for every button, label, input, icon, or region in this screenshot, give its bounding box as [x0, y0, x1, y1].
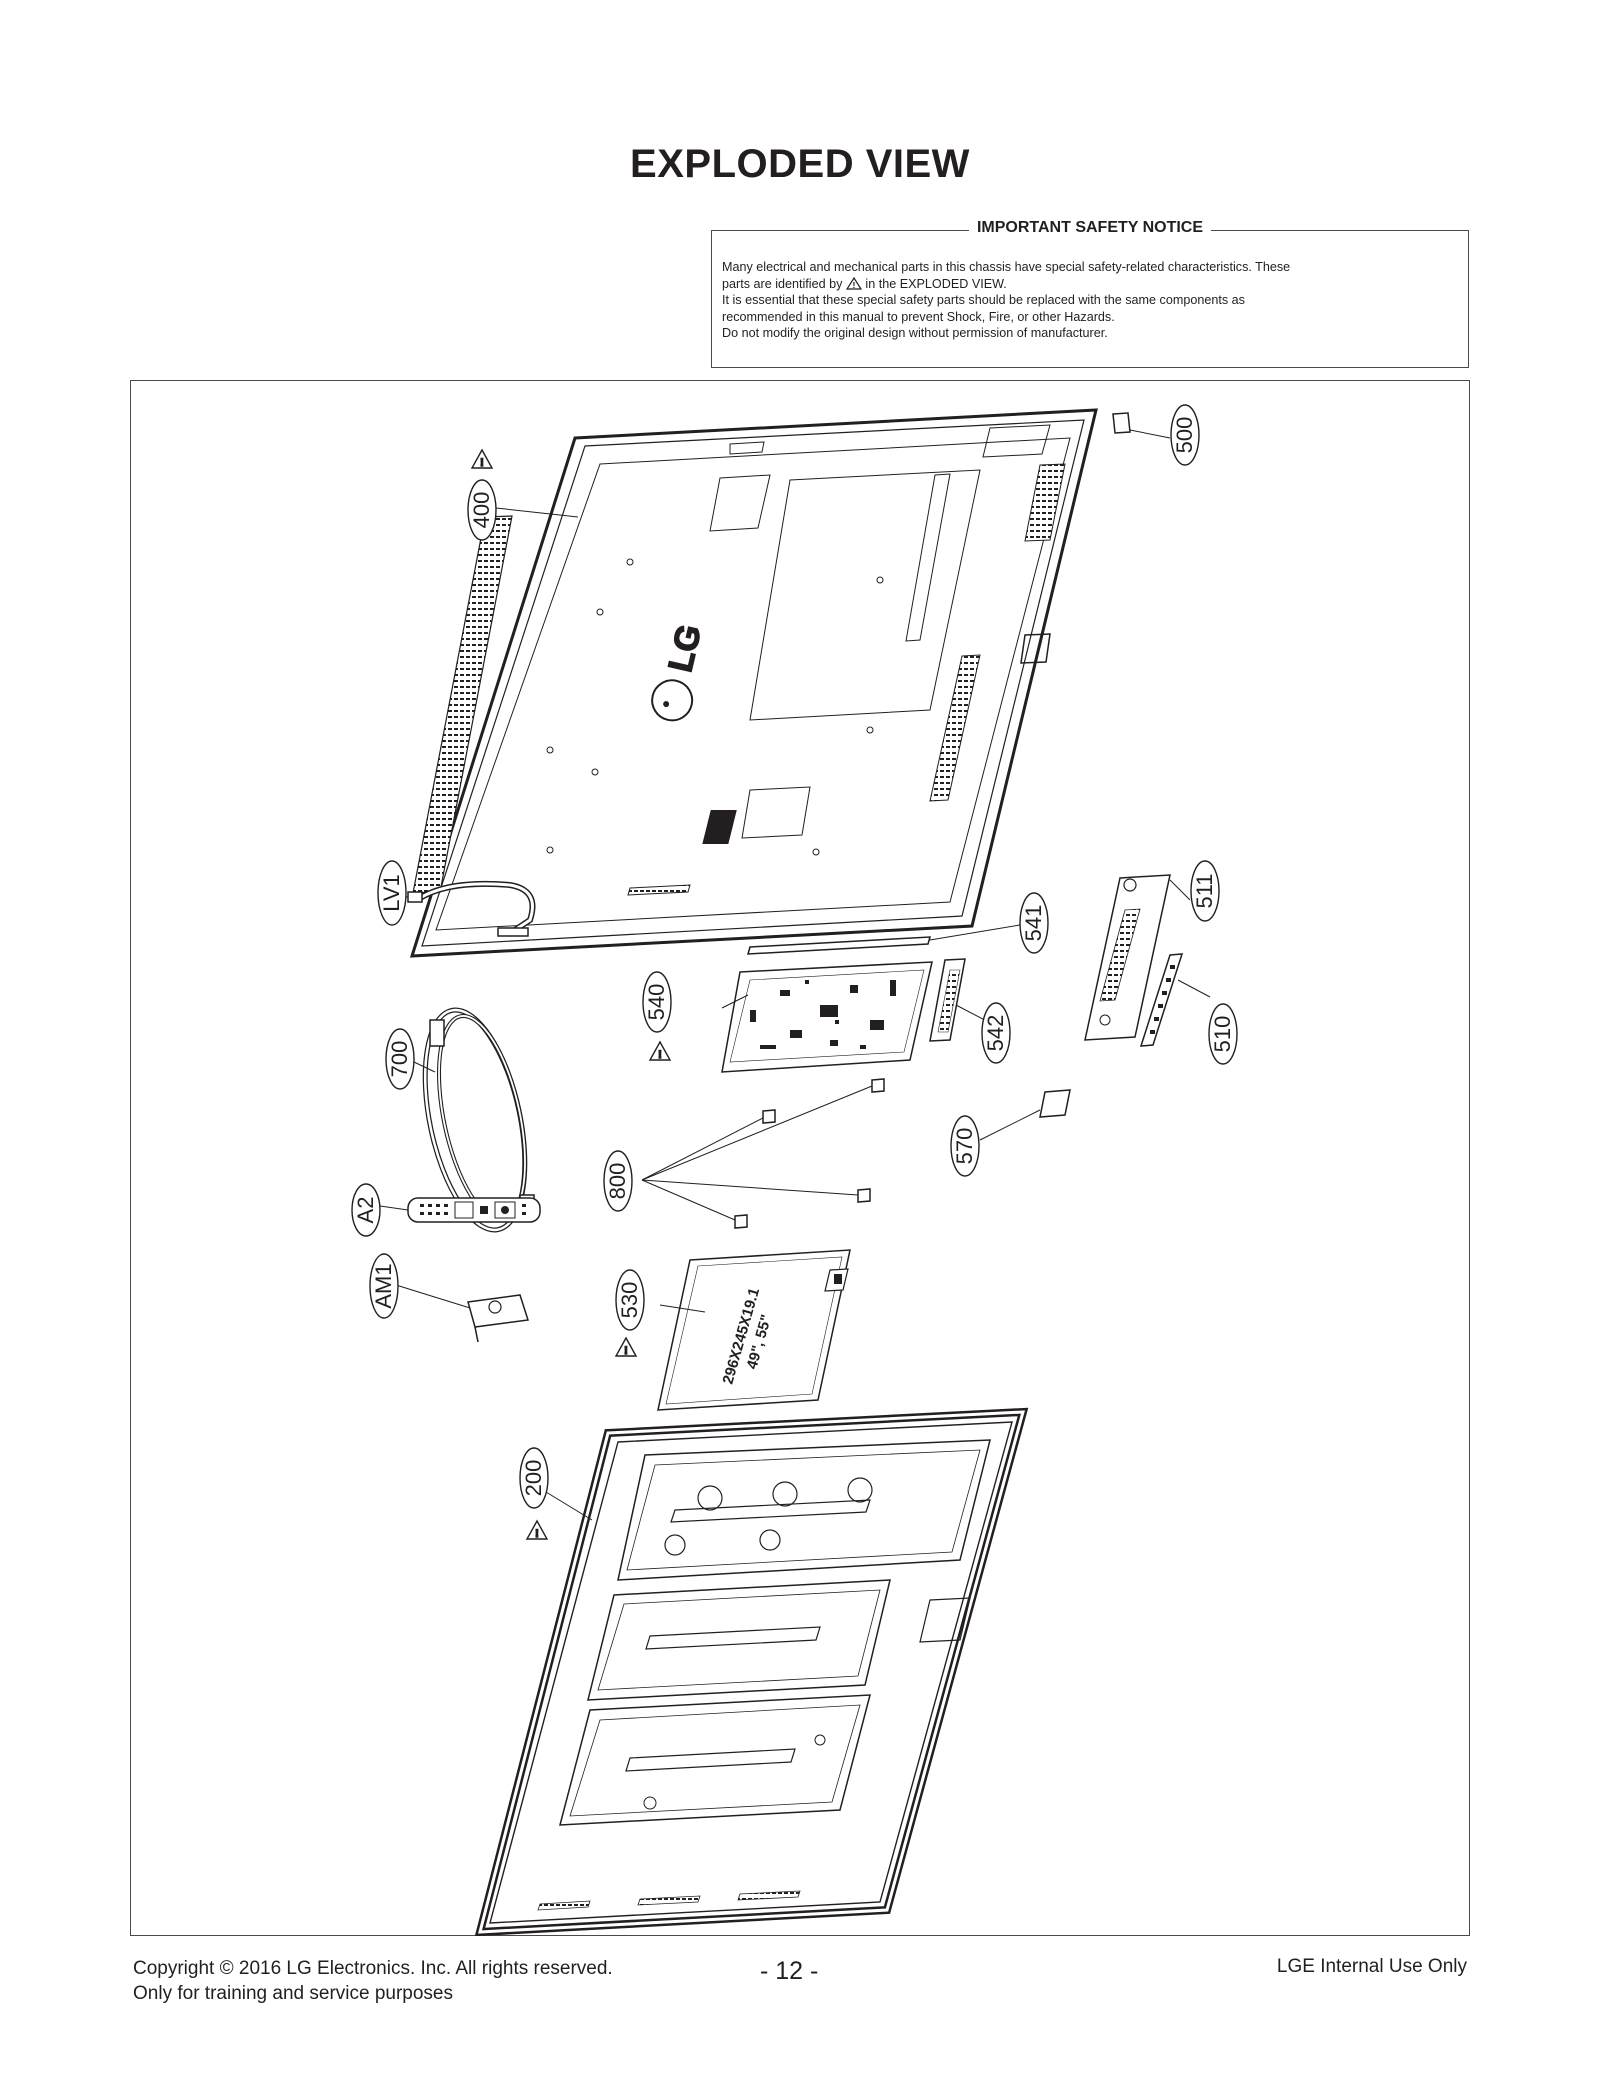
part-511-bracket — [1084, 874, 1191, 1041]
warning-triangle-icon — [649, 1041, 671, 1062]
callout-400: 400 — [467, 449, 579, 541]
svg-text:800: 800 — [605, 1163, 630, 1200]
part-530-power-supply: 296X245X19.1 49", 55" — [657, 1249, 851, 1411]
callout-570: 570 — [950, 1115, 980, 1177]
svg-text:510: 510 — [1210, 1016, 1235, 1053]
warning-triangle-icon — [526, 1520, 548, 1541]
callout-540: 540 — [642, 971, 672, 1062]
svg-text:542: 542 — [983, 1015, 1008, 1052]
internal-use-text: LGE Internal Use Only — [1276, 1956, 1467, 1977]
warning-triangle-icon — [615, 1337, 637, 1358]
safety-notice-title: IMPORTANT SAFETY NOTICE — [968, 219, 1212, 236]
purpose-text: Only for training and service purposes — [133, 1983, 453, 2004]
notice-line: Many electrical and mechanical parts in … — [722, 260, 1291, 274]
back-cover: LG — [409, 408, 1098, 958]
notice-line-part: in the EXPLODED VIEW. — [865, 276, 1007, 291]
notice-line: Do not modify the original design withou… — [722, 326, 1108, 340]
svg-text:700: 700 — [387, 1041, 412, 1078]
svg-text:540: 540 — [644, 984, 669, 1021]
part-200-display-panel — [474, 1407, 1029, 1936]
callout-a2: A2 — [351, 1183, 381, 1237]
svg-text:511: 511 — [1192, 873, 1217, 908]
notice-line: recommended in this manual to prevent Sh… — [722, 309, 1115, 324]
svg-text:A2: A2 — [353, 1197, 378, 1224]
page-number: - 12 - — [760, 1957, 819, 1985]
safety-notice-box: IMPORTANT SAFETY NOTICE Many electrical … — [711, 219, 1469, 368]
part-800-brackets — [641, 1078, 885, 1229]
svg-text:570: 570 — [952, 1128, 977, 1165]
callout-530: 530 — [615, 1269, 645, 1358]
callout-511: 511 — [1190, 860, 1220, 922]
callout-542: 542 — [981, 1002, 1011, 1064]
svg-text:LV1: LV1 — [379, 874, 404, 912]
svg-text:500: 500 — [1172, 417, 1197, 454]
callout-800: 800 — [603, 1150, 633, 1212]
callout-am1: AM1 — [369, 1253, 399, 1319]
part-lv1-cable — [380, 880, 536, 937]
part-541-bracket — [746, 924, 1021, 955]
svg-text:530: 530 — [617, 1282, 642, 1319]
part-510-key-board — [1139, 953, 1211, 1047]
svg-text:200: 200 — [521, 1460, 546, 1497]
safety-notice-body: Many electrical and mechanical parts in … — [722, 259, 1456, 342]
part-570-board — [979, 1089, 1071, 1141]
callout-500: 500 — [1170, 404, 1200, 466]
diagram-frame — [130, 380, 1470, 1936]
svg-text:541: 541 — [1021, 905, 1046, 942]
callout-lv1: LV1 — [377, 860, 407, 926]
notice-line: parts are identified by ! in the EXPLODE… — [722, 276, 1456, 293]
part-540-main-board — [721, 961, 933, 1073]
svg-text:AM1: AM1 — [371, 1263, 396, 1308]
part-500-bracket — [1112, 412, 1171, 439]
callout-700: 700 — [385, 1028, 415, 1090]
notice-line-part: parts are identified by — [722, 276, 843, 291]
copyright-text: Copyright © 2016 LG Electronics. Inc. Al… — [133, 1958, 613, 1979]
callout-510: 510 — [1208, 1003, 1238, 1065]
part-a2-remote — [379, 1197, 541, 1223]
warning-triangle-icon: ! — [845, 276, 862, 290]
svg-text:400: 400 — [469, 492, 494, 529]
warning-triangle-icon — [471, 449, 493, 470]
notice-line: It is essential that these special safet… — [722, 293, 1245, 307]
part-am1-bracket — [395, 1284, 529, 1343]
footer-left: Copyright © 2016 LG Electronics. Inc. Al… — [133, 1956, 613, 2006]
callout-541: 541 — [1019, 892, 1049, 954]
callout-200: 200 — [519, 1447, 549, 1541]
exploded-view-diagram: ! LG — [351, 404, 1238, 1936]
svg-text:!: ! — [853, 281, 856, 290]
page-title: EXPLODED VIEW — [630, 142, 970, 186]
